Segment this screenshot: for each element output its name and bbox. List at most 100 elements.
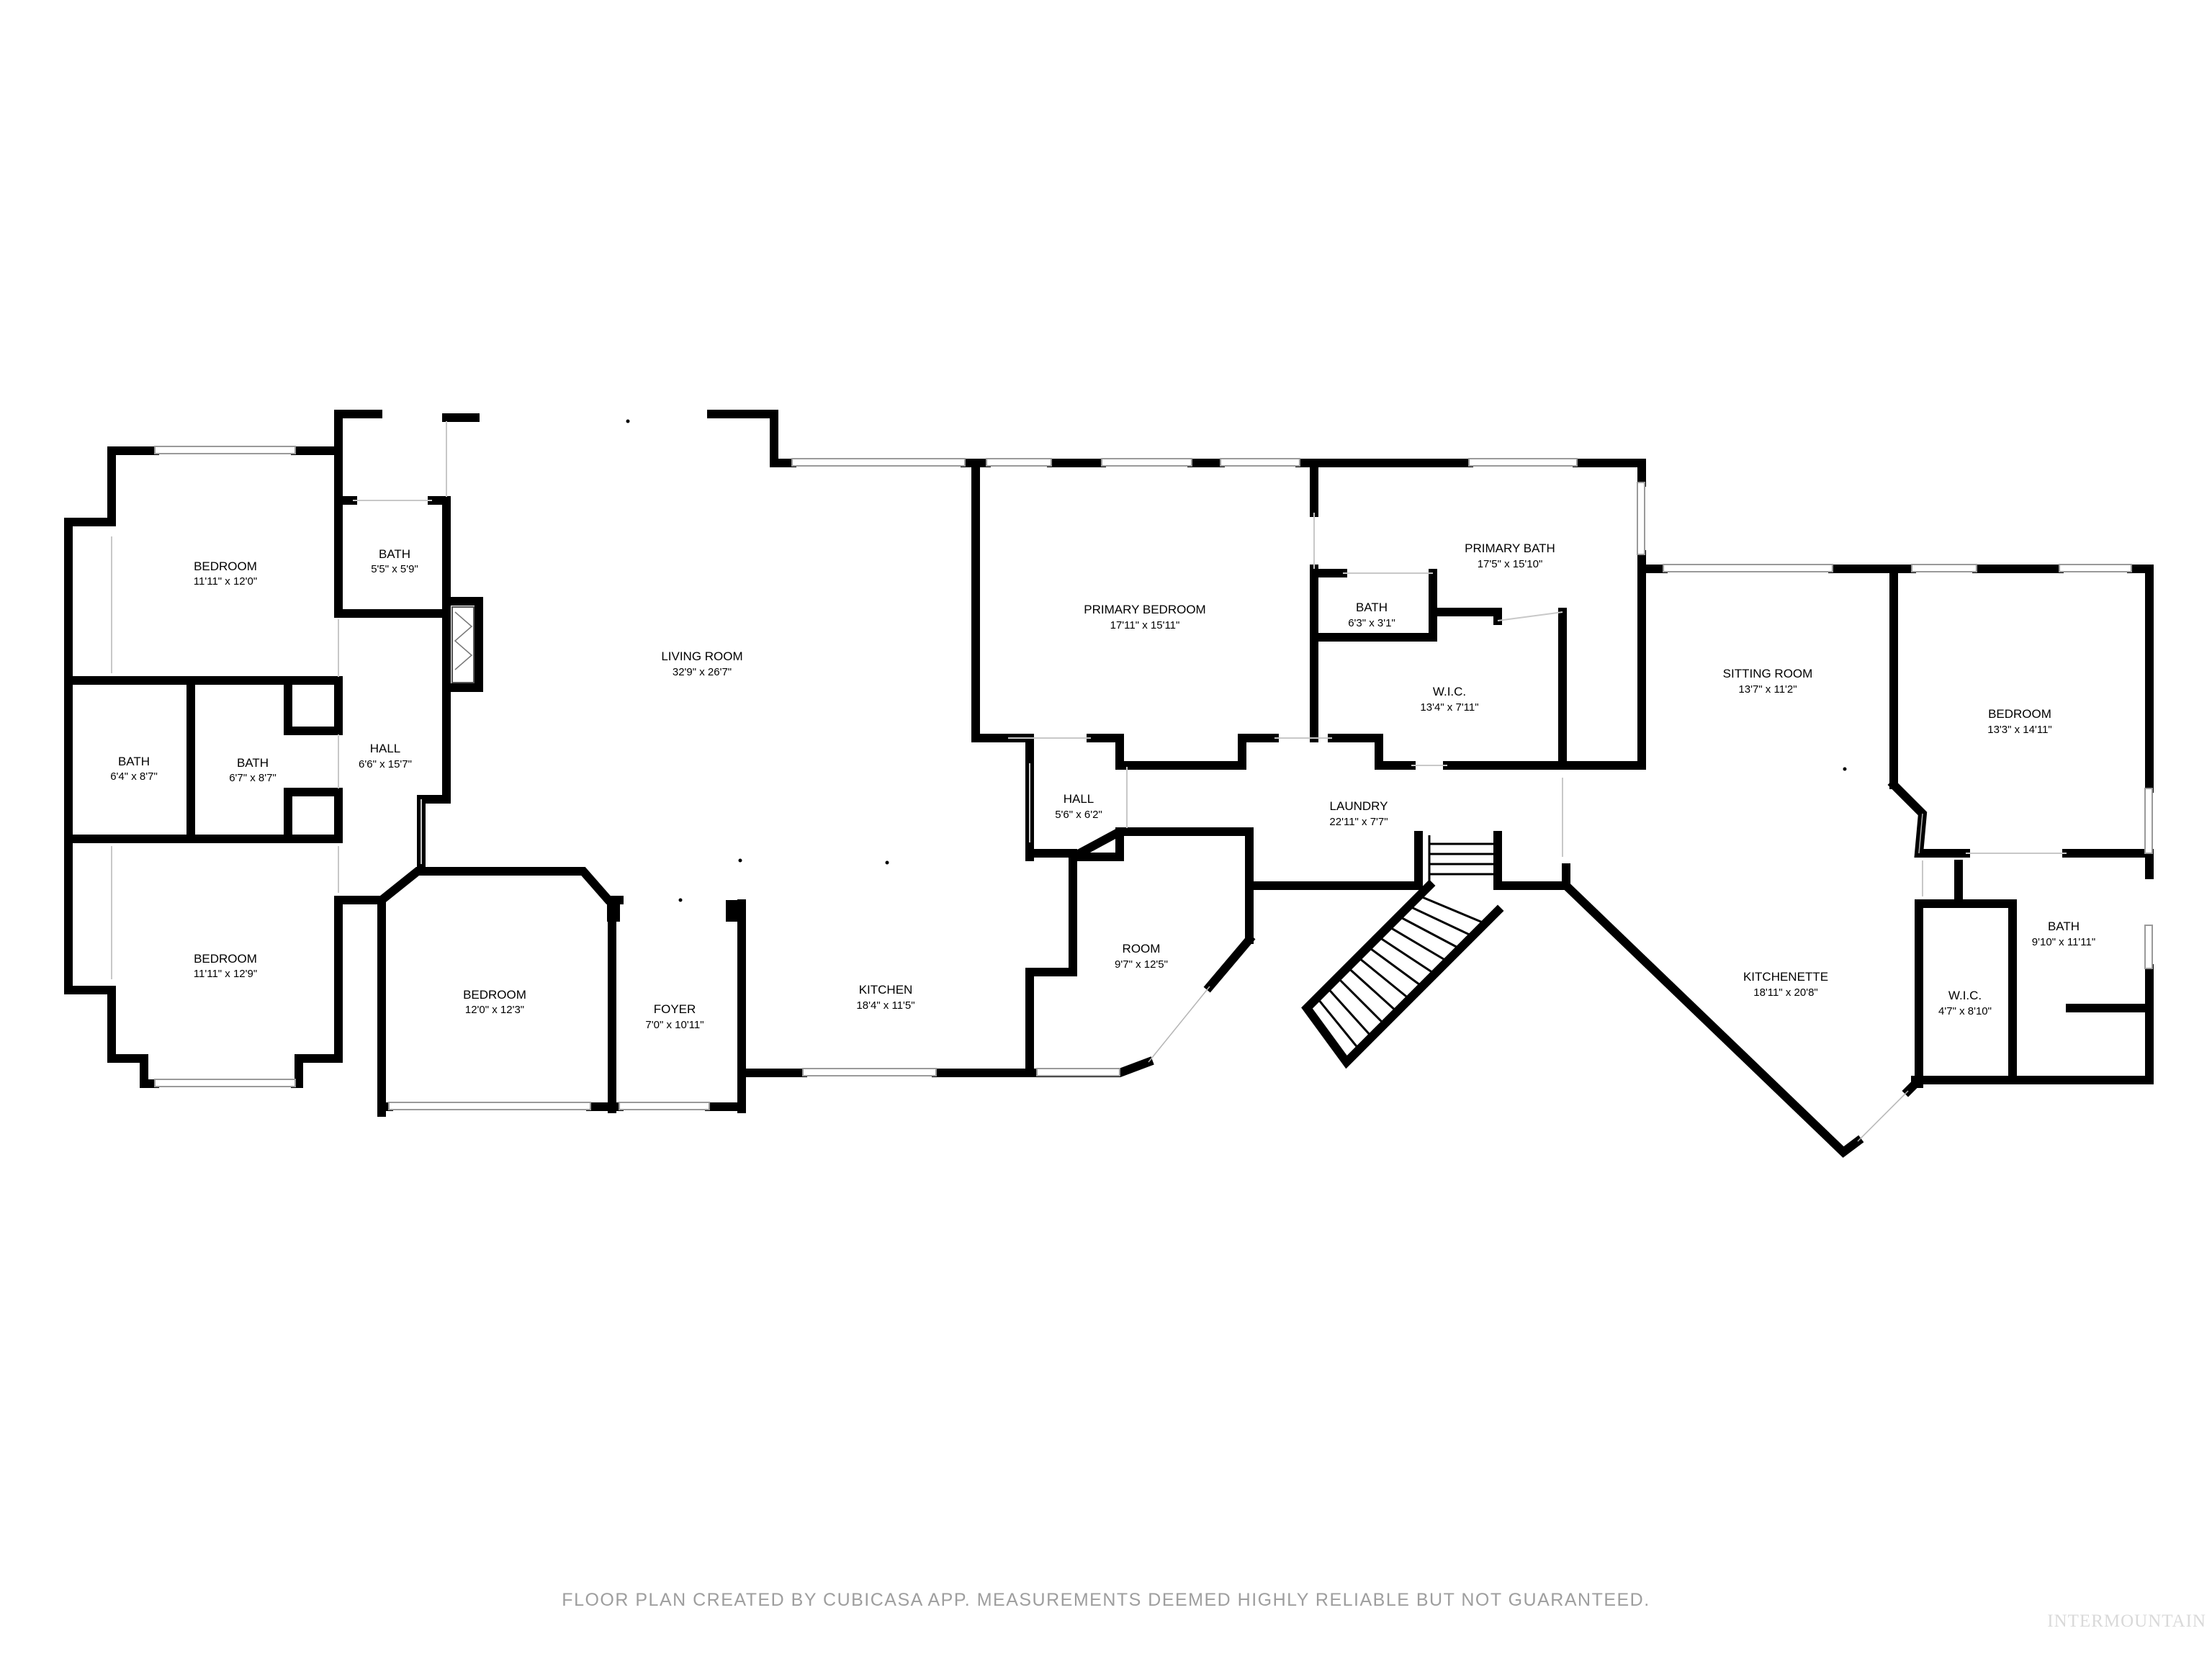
room-foyer: FOYER 7'0" x 10'11" [645,1002,703,1031]
wall-left-outer [64,449,116,1063]
room-bath-5: BATH 9'10" x 11'11" [2032,920,2095,948]
room-hall-1: HALL 6'6" x 15'7" [359,742,412,770]
room-name: BATH [118,755,150,768]
room-dimensions: 6'7" x 8'7" [229,772,276,784]
room-dimensions: 22'11" x 7'7" [1329,816,1388,828]
wall-kitchen-right [1025,827,1124,1077]
wall-kitchenette-right-diag [1902,1077,1922,1097]
wall-living-top [707,410,796,467]
wall-bedroom2-bottom-b [291,896,343,1088]
stair-tread [1316,997,1360,1051]
room-dimensions: 13'3" x 14'11" [1987,724,2052,736]
room-bedroom-2: BEDROOM 11'11" x 12'9" [194,952,257,980]
view-markers [626,419,1847,902]
room-dimensions: 18'11" x 20'8" [1753,986,1818,999]
room-kitchenette: KITCHENETTE 18'11" x 20'8" [1743,970,1828,999]
room-bath-2: BATH 6'4" x 8'7" [110,755,158,783]
wall-bedroom4-bottom [1887,778,1970,858]
stair-tread [1408,904,1473,938]
room-name: HALL [370,742,401,755]
wall-stair-left [1245,831,1423,890]
room-dimensions: 17'11" x 15'11" [1110,619,1180,631]
room-dimensions: 11'11" x 12'9" [194,968,257,980]
wall-bedroom1-top [107,446,159,458]
room-dimensions: 9'7" x 12'5" [1115,958,1168,971]
room-name: PRIMARY BATH [1465,541,1555,555]
window [791,458,966,467]
window [1637,482,1645,555]
room-dimensions: 18'4" x 11'5" [856,999,914,1012]
room-dimensions: 5'5" x 5'9" [371,563,418,575]
wall-room [1066,827,1254,944]
room-kitchen: KITCHEN 18'4" x 11'5" [856,983,914,1012]
room-dimensions: 6'4" x 8'7" [110,770,158,783]
wall-bath4 [1310,565,1502,642]
window [388,1102,591,1110]
stair-tread [1398,915,1461,950]
room-dimensions: 17'5" x 15'10" [1478,558,1543,570]
window [1220,458,1300,467]
room-name: W.I.C. [1433,685,1466,698]
wall-bedroom1-top-right [291,410,382,455]
windows [154,446,2153,1142]
fireplace [451,606,475,683]
watermark-logo: INTERMOUNTAIN [2047,1611,2206,1631]
room-name: LIVING ROOM [661,649,742,663]
wall-right-outer-c [1911,964,2154,1084]
room-dimensions: 6'6" x 15'7" [359,758,412,770]
room-dimensions: 4'7" x 8'10" [1938,1005,1992,1017]
window [2144,788,2153,854]
stair-treads [1316,894,1486,1051]
window [154,1079,296,1087]
room-dimensions: 32'9" x 26'7" [673,666,732,678]
room-primary-bath: PRIMARY BATH 17'5" x 15'10" [1465,541,1555,570]
room-name: KITCHEN [859,983,913,997]
wall-hall-right [417,609,451,868]
stair-outline [1301,879,1504,1069]
room-labels: BEDROOM 11'11" x 12'0" BATH 5'5" x 5'9" … [110,541,2095,1031]
wall-primary-bath-top [1573,459,1646,487]
room-bedroom-3: BEDROOM 12'0" x 12'3" [463,988,526,1016]
room-name: BEDROOM [194,559,257,573]
wall-primary-bedroom-bottom-b [1087,734,1279,770]
room-sitting-room: SITTING ROOM 13'7" x 11'2" [1723,667,1813,696]
room-dimensions: 13'7" x 11'2" [1738,683,1797,696]
door-openings [111,421,2067,979]
wall-room-diag [1203,933,1256,993]
window [619,1102,710,1110]
stair-tread [1346,966,1398,1013]
room-name: PRIMARY BEDROOM [1084,603,1205,616]
wall-stair-right [1493,831,1570,890]
room-name: HALL [1064,792,1094,806]
footer-disclaimer: FLOOR PLAN CREATED BY CUBICASA APP. MEAS… [562,1590,1650,1610]
room-name: SITTING ROOM [1723,667,1813,680]
room-name: BEDROOM [463,988,526,1002]
wall-bath3-bottom [186,788,343,843]
stair-tread [1367,945,1423,988]
room-name: BATH [1356,601,1388,614]
window [986,458,1052,467]
room-dimensions: 6'3" x 3'1" [1348,617,1395,629]
wall-bath3 [186,676,343,735]
stair-tread [1377,935,1436,975]
stair-tread [1419,894,1486,925]
room-name: BEDROOM [194,952,257,966]
window [802,1068,937,1076]
window [1101,458,1192,467]
room-name: FOYER [654,1002,696,1016]
room-laundry: LAUNDRY 22'11" x 7'7" [1329,799,1388,828]
stair-tread [1326,986,1373,1038]
walls [64,410,2154,1158]
window [2059,564,2132,572]
room-dimensions: 9'10" x 11'11" [2032,936,2095,948]
window [1468,458,1578,467]
wall-living-hall2 [971,734,1034,861]
wall-kitchenette-diag [1560,879,1864,1158]
wall-post [607,900,620,922]
room-bedroom-1: BEDROOM 11'11" x 12'0" [194,559,257,588]
room-name: BATH [237,756,269,770]
window [1663,564,1833,572]
room-dimensions: 13'4" x 7'11" [1420,701,1478,714]
room-dimensions: 12'0" x 12'3" [465,1004,524,1016]
